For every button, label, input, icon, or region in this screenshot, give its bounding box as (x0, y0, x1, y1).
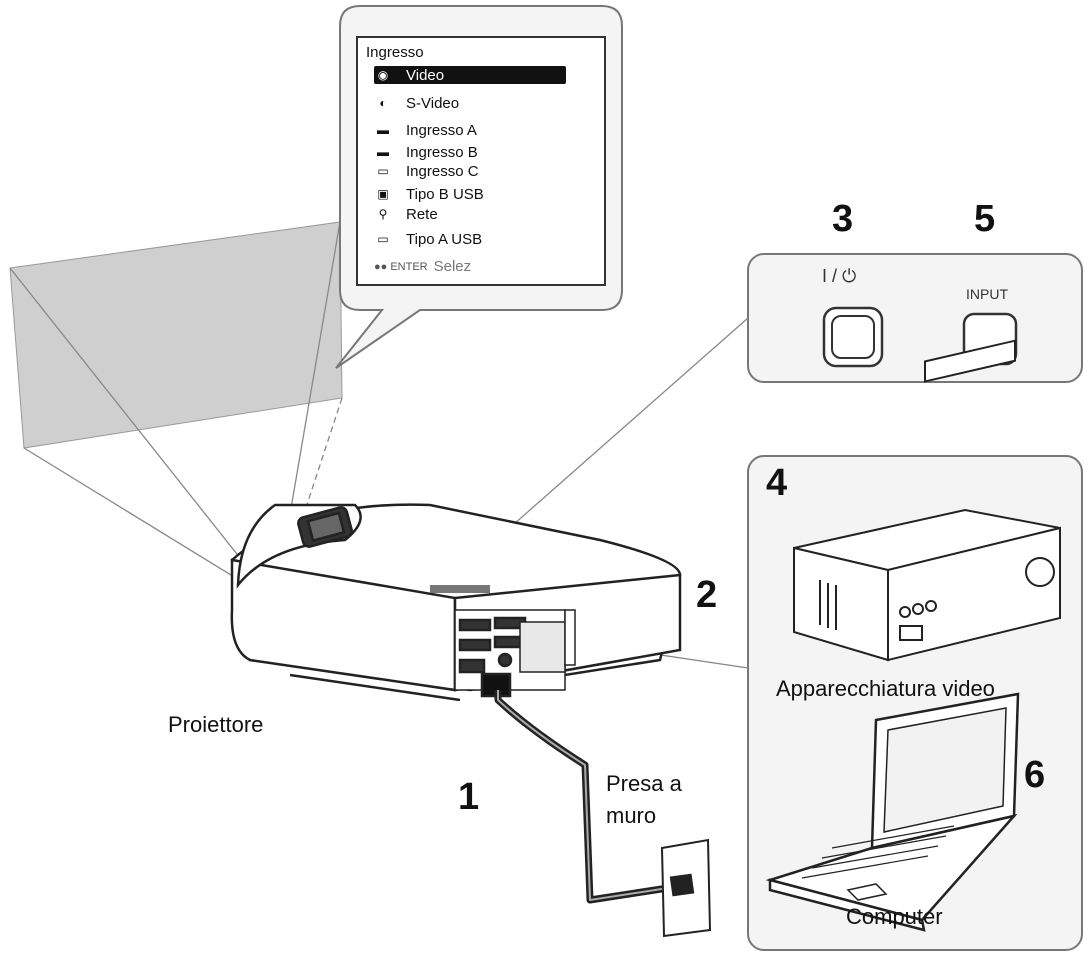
menu-item-label: S-Video (406, 94, 460, 112)
arrows-enter-icon: ●● ENTER (374, 260, 428, 273)
step-number-5: 5 (974, 198, 996, 240)
projection-screen (9, 221, 343, 449)
menu-item-label: Ingresso C (406, 162, 479, 180)
menu-footer: ●● ENTER Selez (374, 258, 471, 275)
menu-item[interactable]: ◉ Video (374, 66, 566, 84)
hdmi-icon: ▬ (377, 123, 389, 137)
menu-item[interactable]: ▭ Tipo A USB (374, 230, 482, 248)
usb-b-icon: ▣ (377, 187, 389, 201)
input-button[interactable] (964, 314, 1016, 364)
projector-illustration (230, 503, 682, 702)
connector-icon: ▭ (377, 164, 389, 178)
wall-outlet-label: Presa a muro (606, 771, 682, 828)
menu-item[interactable]: ▣ Tipo B USB (374, 185, 484, 203)
menu-item-label: Tipo B USB (406, 185, 484, 203)
menu-item-label: Ingresso B (406, 143, 478, 161)
menu-item[interactable]: ▬ Ingresso A (374, 121, 477, 139)
wall-outlet-illustration (660, 838, 712, 938)
power-button[interactable] (826, 310, 880, 364)
power-button-label: I / ⏻ (822, 266, 857, 286)
projector-label: Proiettore (168, 712, 264, 737)
circle-icon: ◉ (377, 68, 389, 82)
computer-label: Computer (846, 904, 943, 929)
menu-item[interactable]: ▬ Ingresso B (374, 143, 478, 161)
menu-item[interactable]: ⚲ Rete (374, 205, 438, 223)
step-number-2: 2 (696, 574, 718, 616)
menu-item-label: Tipo A USB (406, 230, 483, 248)
usb-a-icon: ▭ (377, 232, 389, 246)
input-button-label: INPUT (966, 286, 1008, 302)
step-number-1: 1 (458, 776, 480, 818)
menu-item-label: Rete (406, 205, 438, 223)
menu-item-label: Video (406, 66, 445, 84)
video-equipment-label: Apparecchiatura video (776, 676, 995, 701)
step-number-4: 4 (766, 462, 788, 504)
menu-title: Ingresso (366, 44, 424, 61)
hdmi-icon: ▬ (377, 145, 389, 159)
laptop-illustration (765, 692, 1020, 932)
step-number-3: 3 (832, 198, 854, 240)
step-number-6: 6 (1024, 754, 1046, 796)
svideo-icon: ◐ (379, 96, 387, 110)
network-icon: ⚲ (378, 207, 388, 221)
menu-item[interactable]: ◐ S-Video (374, 94, 459, 112)
menu-item-label: Ingresso A (406, 121, 477, 139)
menu-footer-label: Selez (433, 258, 472, 275)
menu-item[interactable]: ▭ Ingresso C (374, 162, 479, 180)
button-callout-panel (747, 253, 1083, 383)
video-equipment-illustration (793, 339, 1061, 662)
